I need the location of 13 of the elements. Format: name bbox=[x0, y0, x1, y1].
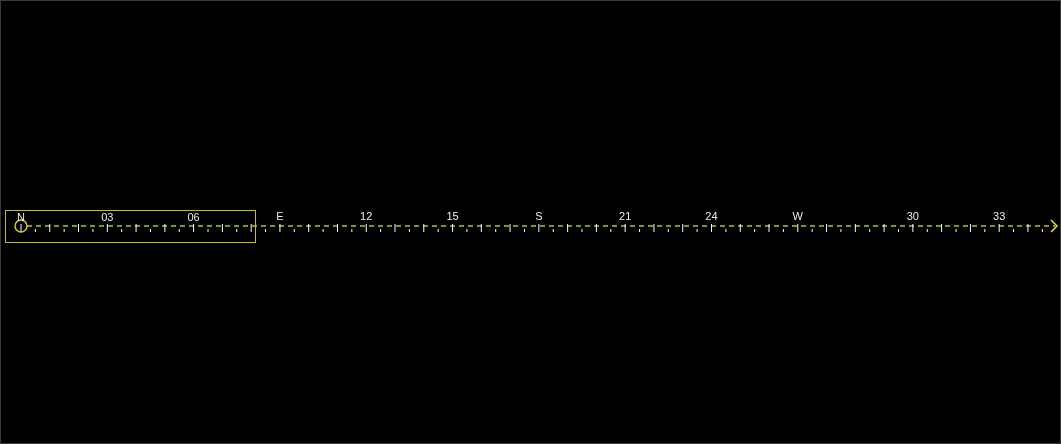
heading-label: 21 bbox=[619, 210, 632, 223]
heading-label: 03 bbox=[101, 211, 114, 224]
heading-label: E bbox=[276, 210, 284, 223]
heading-label: N bbox=[17, 211, 25, 224]
heading-label: 30 bbox=[906, 210, 919, 223]
heading-label: 24 bbox=[705, 210, 718, 223]
heading-label: 15 bbox=[446, 210, 459, 223]
heading-label: 33 bbox=[993, 210, 1006, 223]
heading-label: S bbox=[535, 210, 543, 223]
heading-label: 12 bbox=[360, 210, 373, 223]
heading-label: 06 bbox=[187, 211, 200, 224]
heading-label: W bbox=[792, 210, 803, 223]
highlight-frame bbox=[5, 210, 256, 243]
